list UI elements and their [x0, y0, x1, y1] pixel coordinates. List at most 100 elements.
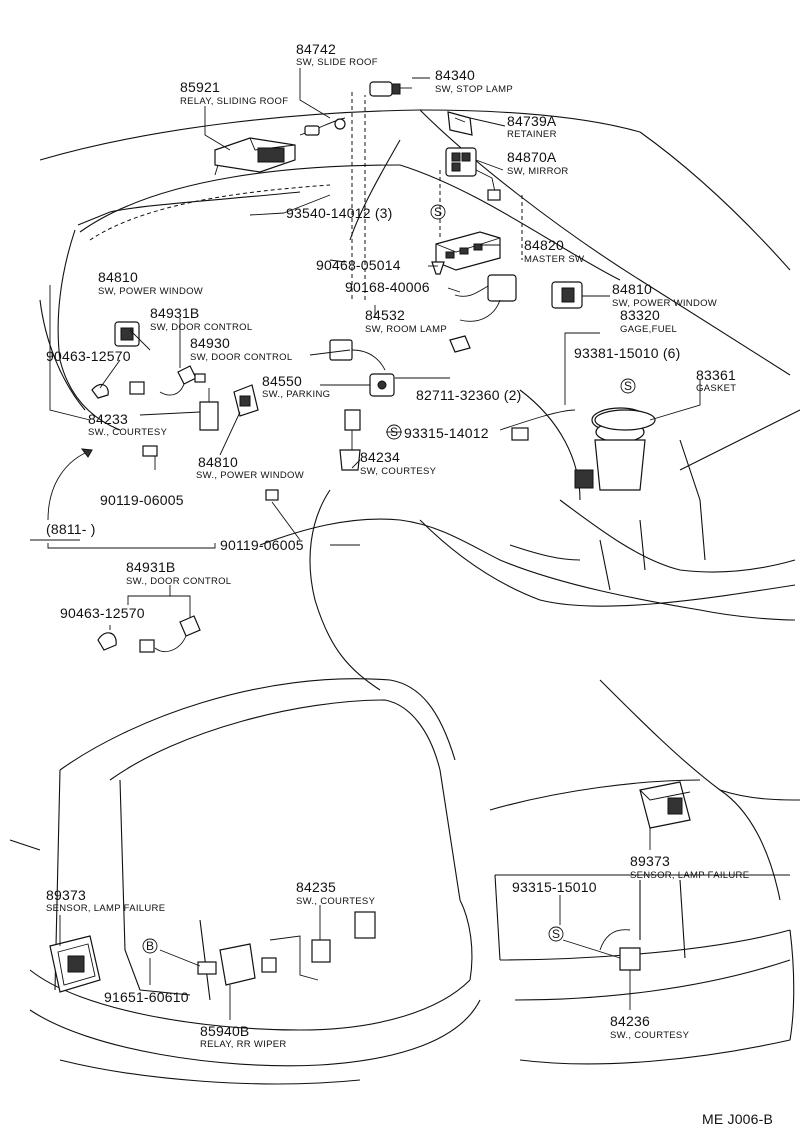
part-number: 82711-32360 (2) [416, 387, 521, 403]
screw-90119-icon [142, 445, 279, 501]
part-number: 93381-15010 (6) [574, 345, 681, 361]
lamp-failure-sensor-right-icon [639, 781, 691, 829]
gasket-icon [594, 409, 656, 431]
courtesy-switch-84236-icon [599, 929, 641, 971]
upper-leader-lines [49, 68, 701, 546]
stop-lamp-switch-icon [369, 81, 412, 97]
part-name: SW, SLIDE ROOF [296, 57, 378, 68]
part-number: 84810 [198, 454, 238, 470]
part-number: 84870A [507, 149, 557, 165]
part-name: SW, COURTESY [360, 466, 437, 477]
part-number: 84930 [190, 335, 230, 351]
part-name: SW., COURTESY [610, 1030, 690, 1041]
part-number: 84235 [296, 879, 336, 895]
part-name: RETAINER [507, 129, 557, 140]
part-name: RELAY, RR WIPER [200, 1039, 287, 1050]
figure-reference: ME J006-B [702, 1111, 773, 1127]
date-range-arrow [47, 448, 216, 549]
part-name: MASTER SW [524, 254, 584, 265]
courtesy-switch-84234-icon [339, 409, 361, 471]
part-name: SW., PARKING [262, 389, 330, 400]
part-number: 84236 [610, 1013, 650, 1029]
part-number: 89373 [630, 853, 670, 869]
date-range: (8811- ) [46, 521, 96, 537]
svg-text:S: S [552, 927, 560, 941]
part-number: 84739A [507, 113, 557, 129]
part-number: 84931B [150, 305, 199, 321]
part-name: GAGE,FUEL [620, 324, 677, 335]
courtesy-switch-84235-icon [269, 911, 376, 981]
part-number: 90168-40006 [345, 279, 430, 295]
wagon-body-outline [9, 678, 481, 1085]
part-name: SENSOR, LAMP FAILURE [630, 870, 749, 881]
part-name: SW, DOOR CONTROL [150, 322, 252, 333]
part-number: 90119-06005 [220, 537, 304, 553]
part-number: 84810 [612, 281, 652, 297]
part-number: 84233 [88, 411, 128, 427]
clip-90468-icon [431, 261, 445, 275]
mirror-switch-icon [445, 147, 501, 201]
part-number: 93315-15010 [512, 879, 597, 895]
part-name: SW., POWER WINDOW [196, 470, 304, 481]
inset-door-control [97, 585, 201, 653]
part-number: 90463-12570 [60, 605, 145, 621]
part-number: 89373 [46, 887, 86, 903]
courtesy-switch-84233-icon [199, 388, 219, 431]
svg-text:S: S [434, 205, 442, 219]
master-switch-icon [435, 231, 501, 271]
part-number: 83361 [696, 367, 736, 383]
rr-wiper-relay-icon [197, 943, 277, 986]
lamp-failure-sensor-left-icon [49, 935, 101, 993]
part-name: SW, POWER WINDOW [98, 286, 203, 297]
part-number: 84931B [126, 559, 175, 575]
part-name: SW., DOOR CONTROL [126, 576, 231, 587]
door-control-switch-84930-icon [329, 339, 386, 371]
part-number: 84810 [98, 269, 138, 285]
lower-right-leader-lines [559, 828, 651, 1010]
door-control-switch-84931B-icon [129, 365, 206, 396]
part-name: SW., COURTESY [296, 896, 376, 907]
s-mark-icon: S [430, 204, 446, 220]
s-mark-icon: S [548, 926, 564, 942]
s-mark-icon: S [620, 378, 636, 394]
part-name: SENSOR, LAMP FAILURE [46, 903, 165, 914]
part-number: 84742 [296, 41, 336, 57]
svg-text:B: B [146, 939, 154, 953]
sedan-rear-outline [489, 679, 800, 1065]
part-name: RELAY, SLIDING ROOF [180, 96, 288, 107]
power-window-switch-center-icon [233, 384, 259, 417]
part-name: SW, POWER WINDOW [612, 298, 717, 309]
sliding-roof-relay-icon [214, 137, 296, 176]
parking-switch-icon [369, 373, 395, 397]
part-name: SW., COURTESY [88, 427, 168, 438]
clip-90463-icon [91, 383, 109, 399]
retainer-icon [447, 111, 473, 136]
part-number: 84820 [524, 237, 564, 253]
part-name: SW, MIRROR [507, 166, 569, 177]
part-number: 84532 [365, 307, 405, 323]
power-window-switch-right-icon [551, 281, 583, 309]
part-number: 93315-14012 [404, 425, 489, 441]
part-labels: 84742 SW, SLIDE ROOF 84340 SW, STOP LAMP… [46, 41, 773, 1127]
part-number: 85921 [180, 79, 220, 95]
part-number: 84550 [262, 373, 302, 389]
part-number: 90468-05014 [316, 257, 401, 273]
svg-text:S: S [390, 425, 398, 439]
part-name: SW, STOP LAMP [435, 84, 513, 95]
lower-left-leader-lines [59, 905, 321, 1020]
room-lamp-switch-icon [449, 274, 517, 353]
part-number: 84234 [360, 449, 400, 465]
part-number: 90463-12570 [46, 348, 131, 364]
part-number: 84340 [435, 67, 475, 83]
part-number: 83320 [620, 307, 660, 323]
part-number: 90119-06005 [100, 492, 184, 508]
part-number: 93540-14012 (3) [286, 205, 393, 221]
svg-text:S: S [624, 379, 632, 393]
power-window-switch-left-icon [114, 321, 140, 347]
slide-roof-switch-icon [299, 117, 346, 136]
b-mark-icon: B [142, 938, 158, 954]
sedan-body-outline [30, 109, 800, 691]
part-name: SW, DOOR CONTROL [190, 352, 292, 363]
part-name: GASKET [696, 383, 736, 394]
